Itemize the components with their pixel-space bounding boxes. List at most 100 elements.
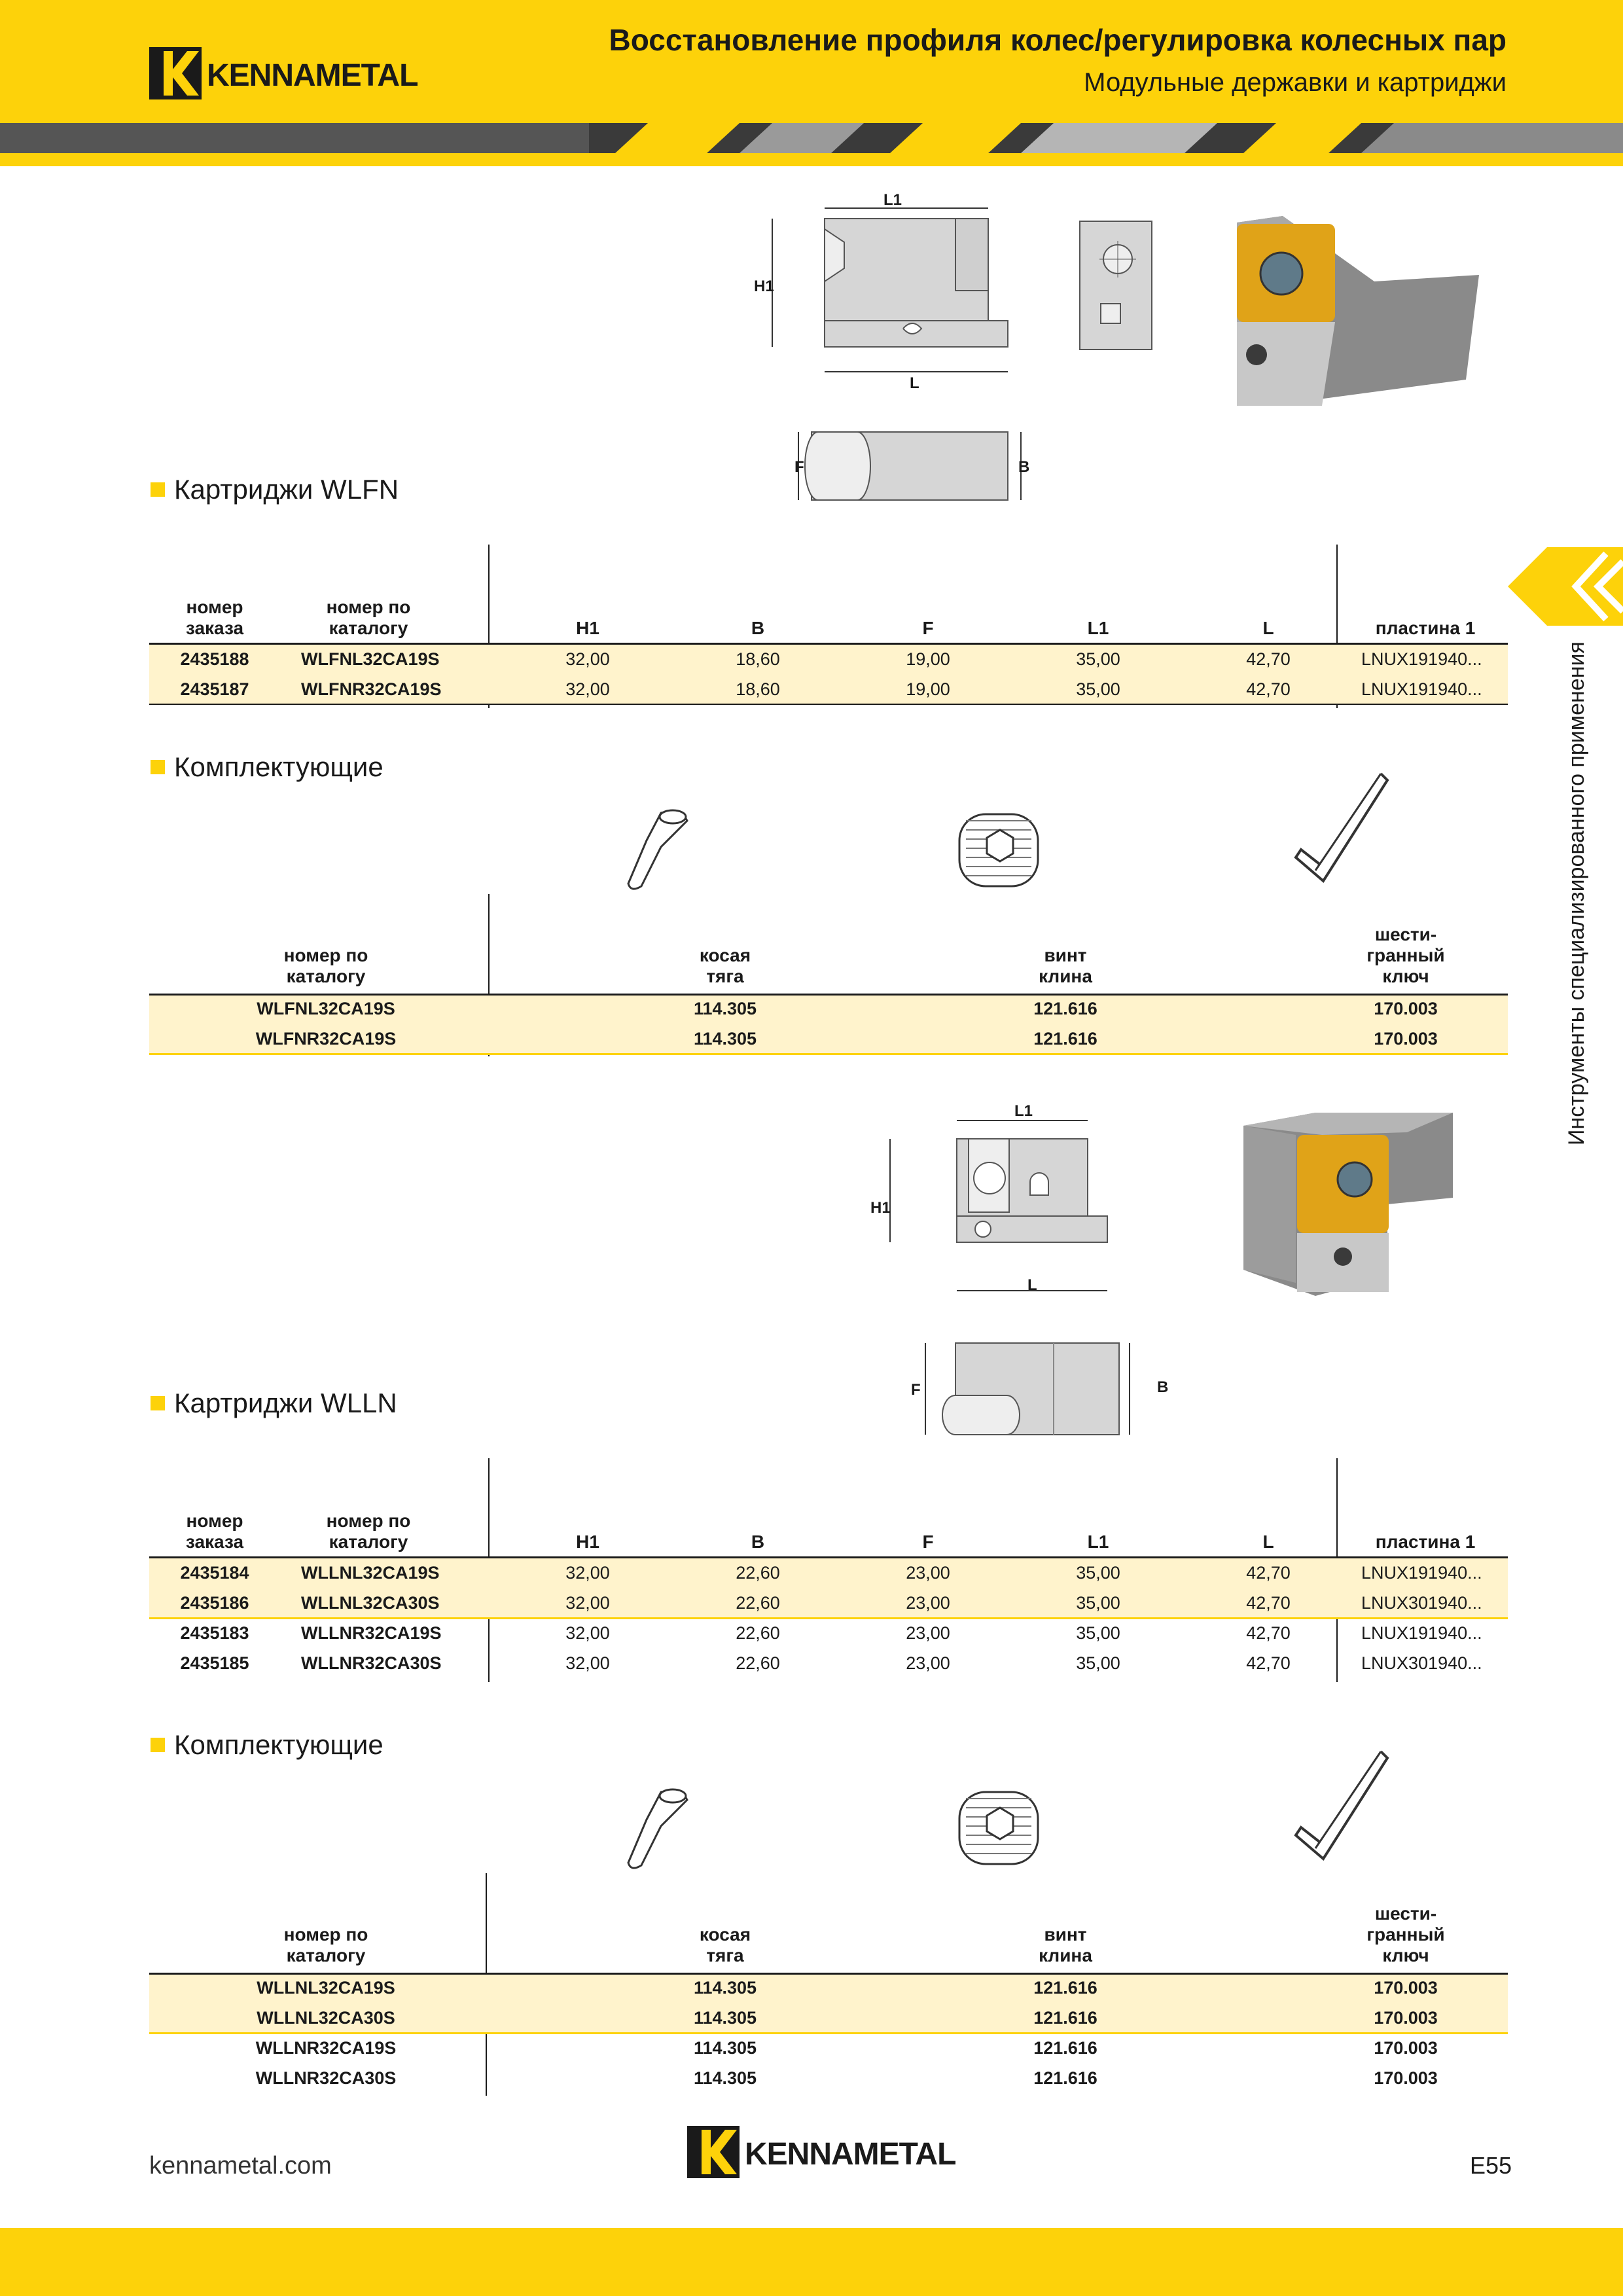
cell-clamp: 114.305 xyxy=(693,1978,757,1998)
col-order-no: номер xyxy=(186,597,243,617)
cell-insert: LNUX191940... xyxy=(1361,1563,1482,1583)
cell-insert: LNUX191940... xyxy=(1361,679,1482,699)
col-acc-catalog-no: номер по xyxy=(283,945,368,965)
cell-b: 22,60 xyxy=(736,1653,780,1673)
header-band xyxy=(0,0,1623,123)
cell-screw: 121.616 xyxy=(1033,2068,1097,2088)
cell-key: 170.003 xyxy=(1374,2068,1438,2088)
wlfn-section-heading: Картриджи WLFN xyxy=(151,474,399,505)
header-underline xyxy=(0,153,1623,166)
col-insert: пластина 1 xyxy=(1375,1532,1476,1552)
cell-catalog: WLLNL32CA19S xyxy=(301,1563,440,1583)
cell-key: 170.003 xyxy=(1374,1029,1438,1049)
cell-l: 42,70 xyxy=(1246,1623,1291,1643)
footer-website-link[interactable]: kennametal.com xyxy=(149,2152,332,2179)
cell-clamp: 114.305 xyxy=(693,2008,757,2028)
dim-h1-label: H1 xyxy=(870,1199,891,1217)
page-subtitle: Модульные державки и картриджи xyxy=(1084,68,1507,97)
heading-bullet-icon xyxy=(151,1738,165,1752)
wlln-section-heading: Картриджи WLLN xyxy=(151,1388,397,1419)
col-clamp: косая xyxy=(699,1924,751,1945)
col-l: L xyxy=(1262,618,1274,638)
cell-b: 22,60 xyxy=(736,1593,780,1613)
cell-order: 2435187 xyxy=(180,679,249,699)
cell-clamp: 114.305 xyxy=(693,1029,757,1049)
cell-h1: 32,00 xyxy=(565,1563,610,1583)
dim-b-label: B xyxy=(1157,1378,1169,1396)
side-tab-text: Инструменты специализированного применен… xyxy=(1564,641,1589,1145)
footer-band xyxy=(0,2228,1623,2296)
cell-screw: 121.616 xyxy=(1033,1978,1097,1998)
cell-key: 170.003 xyxy=(1374,2008,1438,2028)
cell-h1: 32,00 xyxy=(565,1593,610,1613)
kennametal-k-icon xyxy=(149,47,202,99)
cell-catalog: WLFNR32CA19S xyxy=(255,1029,397,1049)
cell-catalog: WLLNL32CA19S xyxy=(257,1978,395,1998)
wlfn-top-view-drawing xyxy=(798,431,1022,501)
clamp-wedge-icon xyxy=(627,809,688,890)
cell-l: 42,70 xyxy=(1246,1563,1291,1583)
col-acc-catalog-no-2: каталогу xyxy=(286,1945,366,1965)
cell-screw: 121.616 xyxy=(1033,1029,1097,1049)
wlfn-heading-text: Картриджи WLFN xyxy=(174,474,399,505)
kennametal-logo: KENNAMETAL xyxy=(149,47,424,99)
wlfn-side-view-drawing xyxy=(772,207,1008,372)
col-screw: винт xyxy=(1044,945,1087,965)
cell-h1: 32,00 xyxy=(565,1623,610,1643)
col-h1: H1 xyxy=(576,618,599,638)
wlfn-accessories-heading-text: Комплектующие xyxy=(174,751,383,782)
col-acc-catalog-no: номер по xyxy=(283,1924,368,1945)
cell-clamp: 114.305 xyxy=(693,2068,757,2088)
dim-h1-label: H1 xyxy=(754,278,774,295)
col-b: B xyxy=(751,1532,765,1552)
heading-bullet-icon xyxy=(151,482,165,497)
wedge-screw-icon xyxy=(958,813,1039,888)
cell-l1: 35,00 xyxy=(1076,649,1120,669)
wlfn-cartridge-photo xyxy=(1237,216,1479,406)
col-catalog-no-2: каталогу xyxy=(329,618,408,638)
cell-catalog: WLLNR32CA19S xyxy=(255,2038,397,2058)
col-clamp-2: тяга xyxy=(706,966,744,986)
col-key-2: гранный xyxy=(1366,1924,1445,1945)
cell-catalog: WLLNL32CA30S xyxy=(301,1593,440,1613)
col-h1: H1 xyxy=(576,1532,599,1552)
dim-f-label: F xyxy=(794,458,804,476)
cell-b: 22,60 xyxy=(736,1563,780,1583)
cell-f: 23,00 xyxy=(906,1593,950,1613)
cell-key: 170.003 xyxy=(1374,2038,1438,2058)
cell-f: 19,00 xyxy=(906,649,950,669)
col-key-3: ключ xyxy=(1382,966,1429,986)
cell-catalog: WLFNL32CA19S xyxy=(301,649,440,669)
cell-screw: 121.616 xyxy=(1033,999,1097,1018)
dim-l-label: L xyxy=(910,374,919,392)
col-f: F xyxy=(922,1532,934,1552)
cell-order: 2435183 xyxy=(180,1623,249,1643)
cell-l1: 35,00 xyxy=(1076,1623,1120,1643)
cell-h1: 32,00 xyxy=(565,679,610,699)
cell-order: 2435186 xyxy=(180,1593,249,1613)
wlln-accessories-heading: Комплектующие xyxy=(151,1729,383,1761)
col-insert: пластина 1 xyxy=(1375,618,1476,638)
footer-kennametal-logo: KENNAMETAL xyxy=(687,2126,962,2178)
wlln-accessories-heading-text: Комплектующие xyxy=(174,1729,383,1760)
cell-l: 42,70 xyxy=(1246,1653,1291,1673)
cell-f: 19,00 xyxy=(906,679,950,699)
cell-l1: 35,00 xyxy=(1076,1653,1120,1673)
col-catalog-no-2: каталогу xyxy=(329,1532,408,1552)
header-stripe xyxy=(0,123,1623,153)
col-key-3: ключ xyxy=(1382,1945,1429,1965)
footer-brand-name: KENNAMETAL xyxy=(745,2137,956,2172)
cell-catalog: WLFNL32CA19S xyxy=(257,999,395,1018)
heading-bullet-icon xyxy=(151,760,165,774)
page-title: Восстановление профиля колес/регулировка… xyxy=(609,23,1507,57)
cell-catalog: WLLNR32CA19S xyxy=(301,1623,442,1643)
col-b: B xyxy=(751,618,765,638)
cell-b: 18,60 xyxy=(736,679,780,699)
col-acc-catalog-no-2: каталогу xyxy=(286,966,366,986)
cell-screw: 121.616 xyxy=(1033,2038,1097,2058)
cell-l: 42,70 xyxy=(1246,1593,1291,1613)
